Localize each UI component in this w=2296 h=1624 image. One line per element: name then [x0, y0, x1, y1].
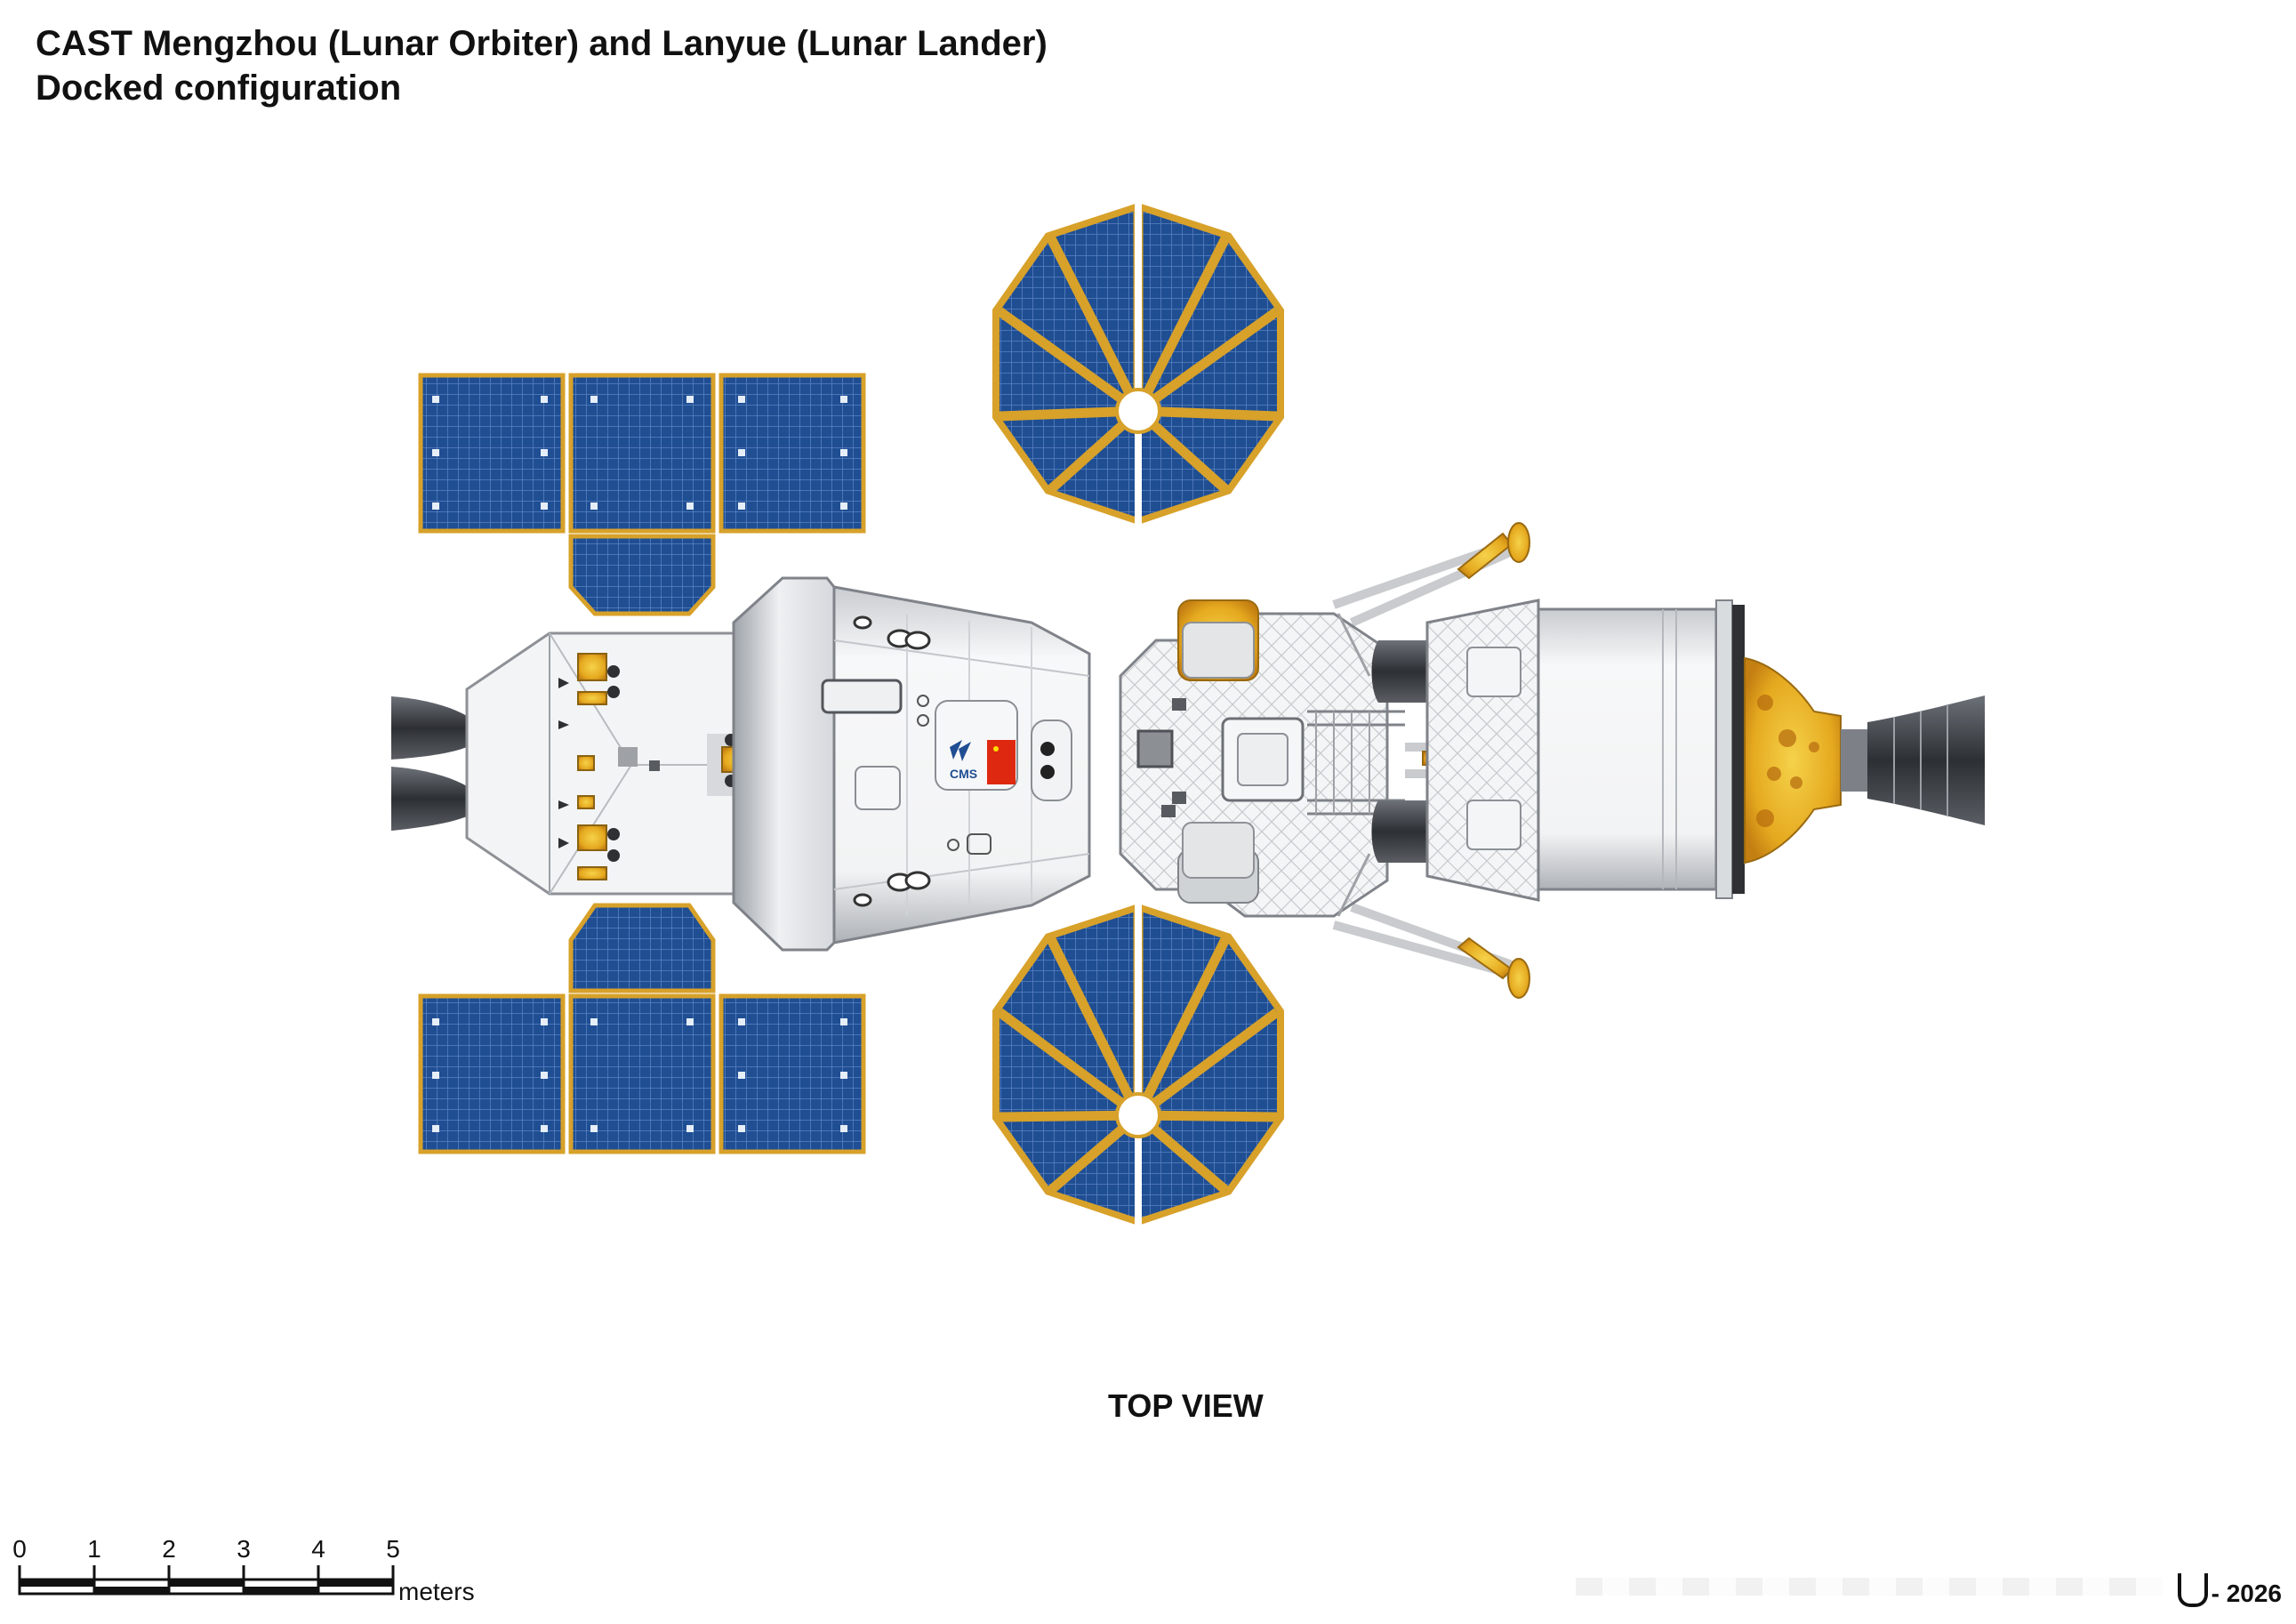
- credit-dash: -: [2211, 1580, 2220, 1607]
- credit-divider: [1576, 1578, 2163, 1596]
- scale-tick-5: 5: [386, 1535, 400, 1563]
- credit-year: 2026: [2226, 1580, 2282, 1607]
- scale-tick-3: 3: [237, 1535, 251, 1563]
- lander-solar-array-bottom: [992, 898, 1284, 1330]
- scale-tick-1: 1: [87, 1535, 101, 1563]
- lander-descent-stage: [1119, 599, 1405, 918]
- scale-units: meters: [398, 1578, 475, 1605]
- author-mark-icon: [2177, 1573, 2208, 1607]
- china-flag: [987, 740, 1016, 784]
- service-module-solar-array-bottom: [418, 903, 866, 1154]
- scale-bar: 0 1 2 3 4 5 meters: [0, 1530, 551, 1619]
- cms-label: CMS: [950, 767, 977, 781]
- view-label: TOP VIEW: [1108, 1387, 1264, 1424]
- service-module-engine-nozzles: [391, 696, 467, 831]
- service-module-solar-array-top: [418, 373, 866, 616]
- cms-logo: CMS: [950, 740, 977, 781]
- crew-module: CMS: [732, 576, 1091, 952]
- scale-tick-0: 0: [12, 1535, 27, 1563]
- scale-tick-4: 4: [311, 1535, 325, 1563]
- lander-solar-array-top: [992, 201, 1284, 575]
- title-line-1: CAST Mengzhou (Lunar Orbiter) and Lanyue…: [36, 24, 1048, 63]
- service-module: [465, 631, 760, 896]
- author-credit: - 2026: [2177, 1573, 2282, 1608]
- scale-tick-2: 2: [162, 1535, 176, 1563]
- title-line-2: Docked configuration: [36, 68, 402, 108]
- propulsion-stage: [1425, 599, 1745, 902]
- propulsion-stage-engine: [1744, 656, 1985, 864]
- scale-bar-graphic: [18, 1565, 395, 1596]
- page-title: CAST Mengzhou (Lunar Orbiter) and Lanyue…: [36, 21, 1048, 110]
- lander-descent-engines: [1371, 640, 1427, 863]
